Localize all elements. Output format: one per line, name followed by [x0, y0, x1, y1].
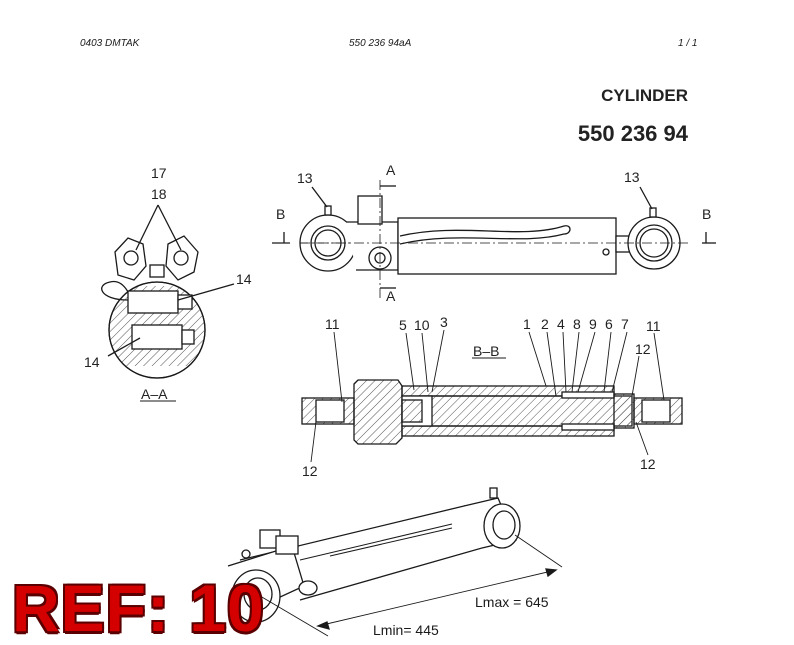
- section-bb-view: [301, 329, 683, 463]
- dimension-lmin: Lmin= 445: [373, 622, 439, 638]
- label-12-lower-right: 12: [640, 456, 656, 472]
- section-aa-title: A–A: [141, 386, 168, 402]
- label-2: 2: [541, 316, 549, 332]
- label-3: 3: [440, 314, 448, 330]
- label-14-top: 14: [236, 271, 252, 287]
- cylinder-isometric-view: [227, 487, 563, 637]
- label-14-bottom: 14: [84, 354, 100, 370]
- label-10: 10: [414, 317, 430, 333]
- label-1: 1: [523, 316, 531, 332]
- section-mark-b-right: B: [702, 206, 711, 222]
- label-6: 6: [605, 316, 613, 332]
- part-number: 550 236 94: [577, 121, 688, 146]
- cylinder-side-view: [272, 180, 716, 300]
- section-mark-a-bottom: A: [386, 288, 396, 304]
- doc-code: 0403 DMTAK: [80, 38, 140, 49]
- label-17: 17: [151, 165, 167, 181]
- label-5: 5: [399, 317, 407, 333]
- label-12-upper-right: 12: [635, 341, 651, 357]
- section-bb-title: B–B: [473, 343, 499, 359]
- label-9: 9: [589, 316, 597, 332]
- page-counter: 1 / 1: [678, 38, 698, 49]
- section-aa-view: [101, 204, 235, 379]
- label-11-left: 11: [325, 316, 340, 332]
- dimension-lmax: Lmax = 645: [475, 594, 549, 610]
- reference-stamp: REF: 10: [12, 571, 265, 645]
- label-12-left: 12: [302, 463, 318, 479]
- label-18: 18: [151, 186, 167, 202]
- section-mark-a-top: A: [386, 162, 396, 178]
- label-13-right: 13: [624, 169, 640, 185]
- drawing-number: 550 236 94aA: [349, 38, 412, 49]
- label-11-right: 11: [646, 318, 661, 334]
- part-name: CYLINDER: [601, 86, 688, 105]
- label-7: 7: [621, 316, 629, 332]
- label-4: 4: [557, 316, 565, 332]
- label-13-left: 13: [297, 170, 313, 186]
- label-8: 8: [573, 316, 581, 332]
- section-mark-b-left: B: [276, 206, 285, 222]
